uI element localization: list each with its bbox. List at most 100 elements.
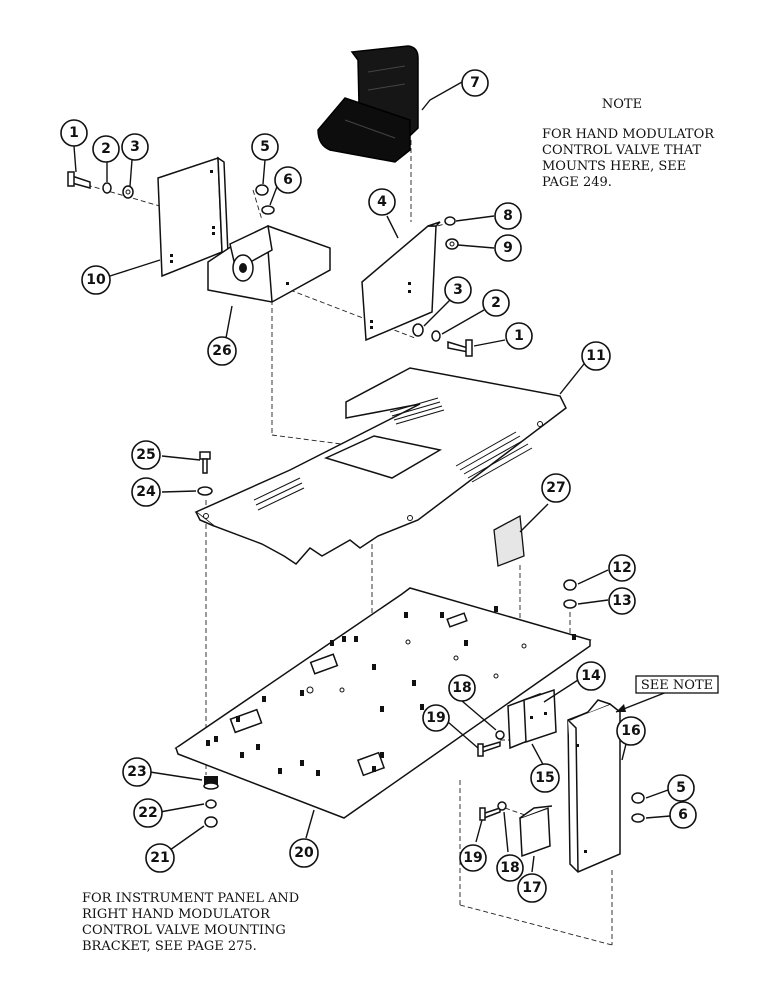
svg-text:18: 18 <box>452 680 471 696</box>
callout-10: 10 <box>81 265 111 295</box>
right-hardware <box>412 216 473 357</box>
svg-text:8: 8 <box>503 208 513 224</box>
callout-8: 8 <box>494 202 522 230</box>
callout-1-right: 1 <box>505 322 533 350</box>
svg-text:15: 15 <box>535 770 554 786</box>
callout-20: 20 <box>289 838 319 868</box>
callout-26: 26 <box>207 336 237 366</box>
callout-19-upper: 19 <box>422 704 450 732</box>
svg-text:6: 6 <box>678 807 688 823</box>
callout-4: 4 <box>368 188 396 216</box>
svg-text:14: 14 <box>581 668 601 684</box>
svg-text:SEE NOTE: SEE NOTE <box>641 678 713 693</box>
callout-13: 13 <box>608 587 636 615</box>
svg-text:3: 3 <box>453 282 463 298</box>
lower-bolt-washer <box>479 801 507 821</box>
lower-fasteners <box>203 776 219 828</box>
footer-line-3: CONTROL VALVE MOUNTING <box>82 923 286 938</box>
washer-nut-right <box>563 579 577 609</box>
callout-1-left: 1 <box>60 119 88 147</box>
callout-12: 12 <box>608 554 636 582</box>
callout-23: 23 <box>122 757 152 787</box>
note-line-2: CONTROL VALVE THAT <box>542 143 702 158</box>
svg-text:5: 5 <box>260 139 270 155</box>
note-line-4: PAGE 249. <box>542 175 612 190</box>
svg-text:20: 20 <box>294 845 314 861</box>
note-title: NOTE <box>602 97 642 112</box>
callout-27: 27 <box>541 473 571 503</box>
svg-text:2: 2 <box>491 295 501 311</box>
callout-22: 22 <box>133 798 163 828</box>
svg-text:1: 1 <box>514 328 524 344</box>
callout-5-upper: 5 <box>251 133 279 161</box>
callout-18-upper: 18 <box>448 674 476 702</box>
bolt-and-washer <box>197 451 213 496</box>
console-part <box>567 699 621 873</box>
floor-plate <box>174 587 592 819</box>
see-note-box: SEE NOTE <box>635 675 719 694</box>
upper-brackets <box>507 688 557 750</box>
pad-part <box>493 514 525 567</box>
callout-16: 16 <box>616 716 646 746</box>
svg-text:7: 7 <box>470 75 480 91</box>
callout-9: 9 <box>494 234 522 262</box>
callout-24: 24 <box>131 477 161 507</box>
footer-line-4: BRACKET, SEE PAGE 275. <box>82 939 257 954</box>
leader-lines <box>73 81 673 873</box>
callout-14: 14 <box>576 661 606 691</box>
svg-text:16: 16 <box>621 723 640 739</box>
svg-text:6: 6 <box>283 172 293 188</box>
svg-text:27: 27 <box>546 480 565 496</box>
svg-text:2: 2 <box>101 141 111 157</box>
callout-11: 11 <box>581 341 611 371</box>
svg-text:24: 24 <box>136 484 156 500</box>
svg-text:22: 22 <box>138 805 157 821</box>
callout-7: 7 <box>461 69 489 97</box>
svg-text:1: 1 <box>69 125 79 141</box>
callout-2-right: 2 <box>482 289 510 317</box>
svg-text:21: 21 <box>150 850 169 866</box>
left-hardware <box>67 171 275 215</box>
svg-text:5: 5 <box>676 780 686 796</box>
note-line-3: MOUNTS HERE, SEE <box>542 159 686 174</box>
callout-6-lower: 6 <box>669 801 697 829</box>
callout-6-upper: 6 <box>274 166 302 194</box>
seat-part <box>317 45 419 163</box>
svg-text:19: 19 <box>463 850 482 866</box>
svg-text:3: 3 <box>130 139 140 155</box>
upper-bolt-washer <box>477 730 505 757</box>
callout-5-lower: 5 <box>667 774 695 802</box>
svg-text:18: 18 <box>500 860 519 876</box>
callout-17: 17 <box>517 873 547 903</box>
right-side-plate <box>361 221 441 342</box>
callout-25: 25 <box>131 440 161 470</box>
note-line-1: FOR HAND MODULATOR <box>542 127 715 142</box>
footer-block: FOR INSTRUMENT PANEL AND RIGHT HAND MODU… <box>82 891 299 954</box>
svg-text:23: 23 <box>127 764 146 780</box>
lower-bracket <box>519 805 553 858</box>
seat-mount-bracket <box>207 224 331 303</box>
svg-text:11: 11 <box>586 348 605 364</box>
callouts: 1 2 3 5 6 7 10 26 4 8 9 3 2 1 11 25 24 2… <box>60 69 697 903</box>
callout-15: 15 <box>530 763 560 793</box>
callout-2-left: 2 <box>92 135 120 163</box>
svg-text:13: 13 <box>612 593 631 609</box>
note-block: NOTE FOR HAND MODULATOR CONTROL VALVE TH… <box>542 97 715 190</box>
callout-3-left: 3 <box>121 133 149 161</box>
footer-line-1: FOR INSTRUMENT PANEL AND <box>82 891 299 906</box>
callout-18-lower: 18 <box>496 854 524 882</box>
footer-line-2: RIGHT HAND MODULATOR <box>82 907 271 922</box>
svg-text:9: 9 <box>503 240 513 256</box>
callout-3-right: 3 <box>444 276 472 304</box>
svg-text:10: 10 <box>86 272 106 288</box>
svg-text:19: 19 <box>426 710 445 726</box>
svg-text:17: 17 <box>522 880 541 896</box>
svg-text:12: 12 <box>612 560 631 576</box>
floor-mat <box>194 367 567 565</box>
svg-text:25: 25 <box>136 447 155 463</box>
svg-text:4: 4 <box>377 194 387 210</box>
callout-19-lower: 19 <box>459 844 487 872</box>
svg-text:26: 26 <box>212 343 231 359</box>
